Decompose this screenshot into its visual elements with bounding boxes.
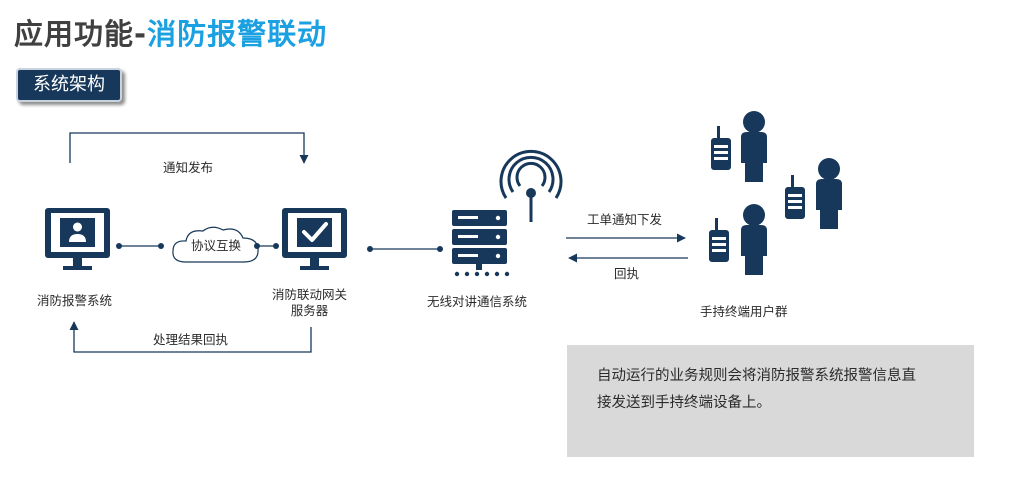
radio-icon [785,175,805,219]
protocol-cloud-shape [172,226,259,263]
node-label-alarm-system: 消防报警系统 [37,293,113,308]
radio-icon [709,218,729,262]
connector-cloud-gateway [254,243,279,249]
info-box-line2: 接发送到手持终端设备上。 [597,395,771,411]
info-box-line1: 自动运行的业务规则会将消防报警系统报警信息直 [597,368,916,384]
title-accent: 消防报警联动 [147,17,328,51]
protocol-cloud-label: 协议互换 [191,238,242,253]
flow-label-work-order: 工单通知下发 [587,212,663,227]
user-person-icon [816,158,842,229]
section-tag: 系统架构 [16,68,122,102]
node-label-wireless-system: 无线对讲通信系统 [427,294,528,309]
title-separator: - [134,17,148,51]
flow-label-result-reply: 处理结果回执 [153,332,229,347]
title-main: 应用功能 [14,17,135,51]
node-label-gateway-line1: 消防联动网关 [272,287,348,302]
antenna-signal-icon [499,149,563,222]
user-person-icon [741,204,767,275]
flow-label-notify-publish: 通知发布 [163,160,214,175]
notify-publish-arrow [69,132,309,164]
gateway-monitor-check-icon [282,208,347,270]
radio-icon [711,126,731,170]
node-label-gateway-line2: 服务器 [290,303,329,318]
alarm-system-monitor-icon [45,208,110,270]
wireless-server-icon [452,210,510,277]
info-box: 自动运行的业务规则会将消防报警系统报警信息直 接发送到手持终端设备上。 [567,345,974,457]
user-person-icon [741,111,767,182]
flow-label-reply: 回执 [614,266,640,281]
node-label-gateway: 消防联动网关 服务器 [272,287,347,319]
connector-alarm-cloud [116,243,164,249]
result-reply-arrow [69,321,312,353]
connector-gateway-server [367,246,443,252]
node-label-users: 手持终端用户群 [700,304,788,319]
page-title: 应用功能-消防报警联动 [14,14,327,54]
